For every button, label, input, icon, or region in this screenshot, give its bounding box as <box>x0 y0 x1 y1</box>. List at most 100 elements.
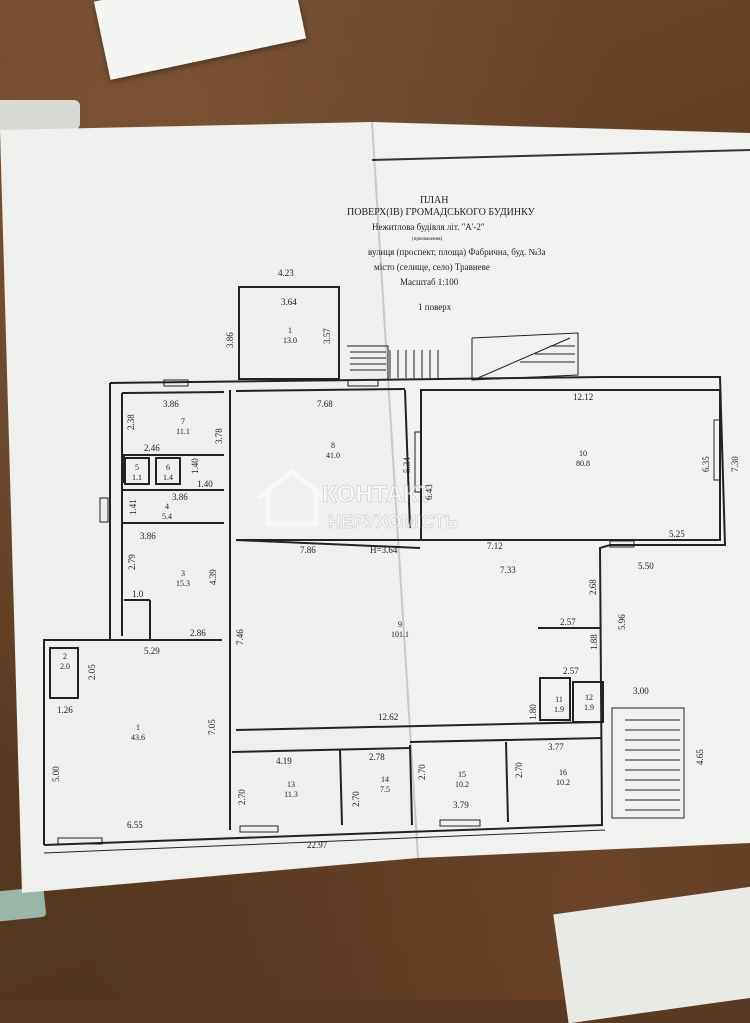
dimension: 2.46 <box>144 443 160 453</box>
dimension: 1.26 <box>57 705 73 715</box>
room-label: 61.4 <box>163 463 173 482</box>
svg-text:1.9: 1.9 <box>554 705 564 714</box>
page-top-edge <box>371 149 750 161</box>
svg-text:1.9: 1.9 <box>584 703 594 712</box>
dimension: 7.30 <box>730 456 740 472</box>
street-address: вулиця (проспект, площа) Фабрична, буд. … <box>368 247 546 257</box>
dimension: 5.25 <box>669 529 685 539</box>
svg-text:1: 1 <box>136 723 140 732</box>
dimension: 1.41 <box>128 499 138 515</box>
svg-text:13.0: 13.0 <box>283 336 297 345</box>
stair-front <box>347 345 389 380</box>
floor-label: 1 поверх <box>418 302 452 312</box>
window <box>57 837 103 845</box>
toilet-wall <box>572 681 604 723</box>
dimension: 4.23 <box>278 268 294 278</box>
interior-wall <box>409 737 603 743</box>
dimension: 3.86 <box>163 399 179 409</box>
svg-text:6: 6 <box>166 463 170 472</box>
svg-text:10.2: 10.2 <box>556 778 570 787</box>
interior-wall <box>339 749 343 826</box>
stair-right <box>471 332 579 381</box>
dimension: 7.12 <box>487 541 503 551</box>
svg-text:12: 12 <box>585 693 593 702</box>
dimension: 5.29 <box>144 646 160 656</box>
room-label: 315.3 <box>176 569 190 588</box>
dimension: 7.33 <box>500 565 516 575</box>
dimension: 6.55 <box>127 820 143 830</box>
dimension: 1.40 <box>190 458 200 474</box>
svg-text:41.0: 41.0 <box>326 451 340 460</box>
interior-wall <box>231 747 411 753</box>
svg-text:5.4: 5.4 <box>162 512 172 521</box>
dimension: 12.62 <box>378 712 398 722</box>
dimension: 5.96 <box>617 614 627 630</box>
dimension: 3.86 <box>140 531 156 541</box>
outer-wall-top <box>43 376 727 846</box>
svg-text:10: 10 <box>579 449 587 458</box>
interior-wall <box>404 389 411 529</box>
dimension: 1.88 <box>589 634 599 650</box>
dimension: 2.57 <box>563 666 579 676</box>
dimension: 22.97 <box>307 840 328 850</box>
svg-text:11.1: 11.1 <box>176 427 190 436</box>
svg-text:43.6: 43.6 <box>131 733 145 742</box>
svg-text:10.2: 10.2 <box>455 780 469 789</box>
page-fold <box>371 121 419 859</box>
dimension: 3.77 <box>548 742 564 752</box>
interior-wall <box>121 391 225 394</box>
svg-text:3: 3 <box>181 569 185 578</box>
dimension: 3.86 <box>225 332 235 348</box>
dimension-labels: 4.23 3.64 3.86 3.57 3.86 7.68 12.12 2.38… <box>51 268 740 850</box>
room-label: 45.4 <box>162 502 172 521</box>
window <box>347 379 379 387</box>
dimension: 2.70 <box>514 762 524 778</box>
svg-text:5: 5 <box>135 463 139 472</box>
interior-wall <box>235 539 421 549</box>
room-label: 121.9 <box>584 693 594 712</box>
svg-text:1.4: 1.4 <box>163 473 173 482</box>
overall-dimension-line <box>43 829 606 854</box>
dimension: 6.43 <box>424 484 434 500</box>
svg-text:1.1: 1.1 <box>132 473 142 482</box>
room-label: 711.1 <box>176 417 190 436</box>
dimension: 2.86 <box>190 628 206 638</box>
dimension: 7.05 <box>207 719 217 735</box>
window <box>163 379 189 387</box>
dimension: 2.70 <box>417 764 427 780</box>
dimension: 1.80 <box>528 704 538 720</box>
dimension: 5.00 <box>51 766 61 782</box>
room-label: 22.0 <box>60 652 70 671</box>
dimension: 3.78 <box>214 428 224 444</box>
floor-plan-sheet: ПЛАН ПОВЕРХ(ІВ) ГРОМАДСЬКОГО БУДИНКУ Неж… <box>0 121 750 893</box>
dimension: 1.0 <box>132 589 144 599</box>
dimension: 3.64 <box>281 297 297 307</box>
dimension: 2.57 <box>560 617 576 627</box>
svg-text:4: 4 <box>165 502 169 511</box>
interior-wall <box>235 388 406 392</box>
dimension: 2.78 <box>369 752 385 762</box>
dimension: 2.68 <box>588 579 598 595</box>
walls <box>43 286 727 846</box>
dimension: 2.70 <box>351 791 361 807</box>
plan-header: ПЛАН ПОВЕРХ(ІВ) ГРОМАДСЬКОГО БУДИНКУ Неж… <box>347 195 546 312</box>
svg-text:9: 9 <box>398 620 402 629</box>
dimension: 3.57 <box>322 328 332 344</box>
svg-text:7.5: 7.5 <box>380 785 390 794</box>
room-label: 113.0 <box>283 326 297 345</box>
dimension: 7.68 <box>317 399 333 409</box>
stairs <box>347 332 685 819</box>
window <box>439 819 481 827</box>
svg-text:16: 16 <box>559 768 567 777</box>
svg-text:13: 13 <box>287 780 295 789</box>
toilet-wall <box>539 677 571 721</box>
dimension: 2.70 <box>237 789 247 805</box>
building-name: Нежитлова будівля літ. "А'-2" <box>372 222 485 232</box>
room-label: 841.0 <box>326 441 340 460</box>
interior-wall <box>505 741 509 823</box>
closet-wall <box>124 457 150 485</box>
